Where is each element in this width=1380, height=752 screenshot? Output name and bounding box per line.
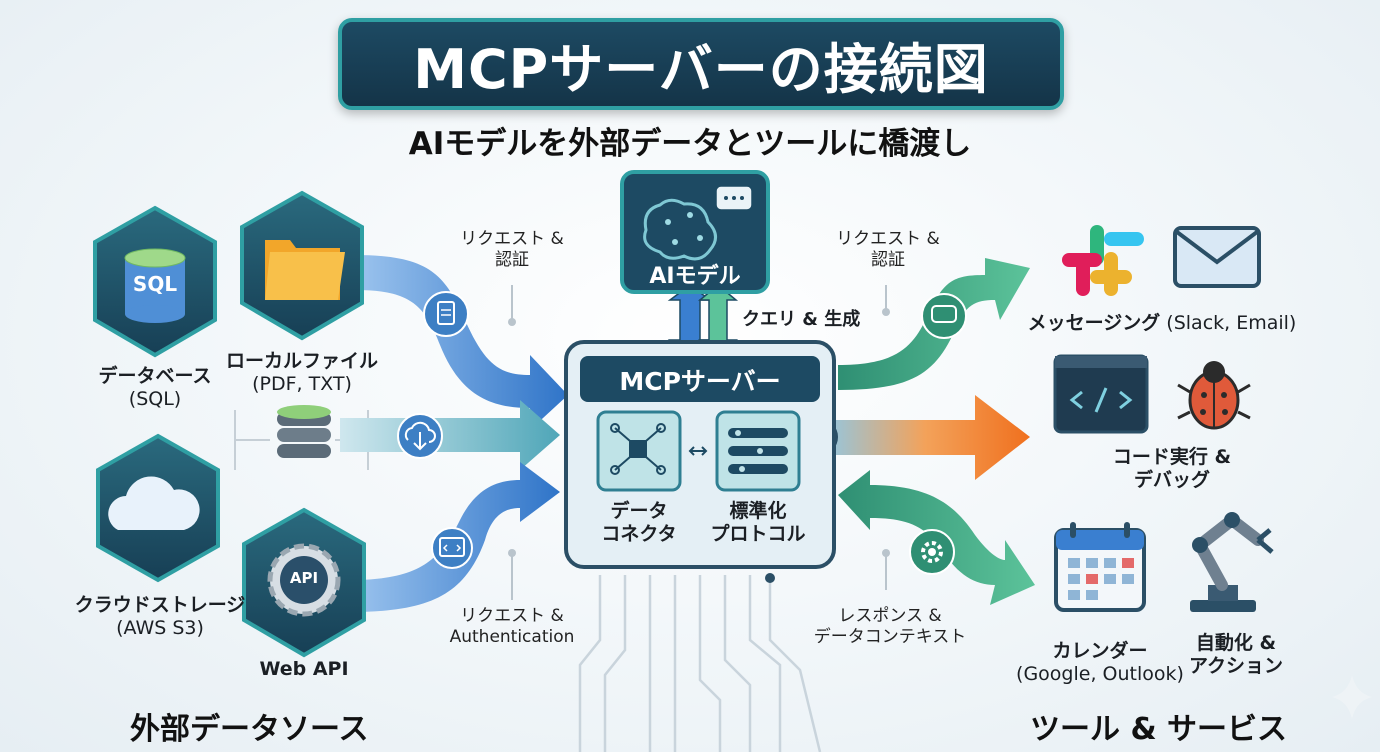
database-stack-icon bbox=[277, 405, 331, 458]
code-editor-icon bbox=[1053, 354, 1149, 434]
request-auth-left-label: リクエスト &認証 bbox=[460, 229, 564, 270]
ai-model-label: AIモデル bbox=[649, 264, 741, 289]
bug-icon bbox=[1177, 361, 1251, 430]
calendar-label: カレンダー(Google, Outlook) bbox=[1016, 640, 1184, 685]
request-auth-right-label: リクエスト &認証 bbox=[836, 229, 940, 270]
gear-icon bbox=[909, 529, 955, 575]
web-api-label: Web API bbox=[259, 658, 349, 680]
cloud-download-icon bbox=[397, 413, 443, 459]
chat-bubble-icon bbox=[921, 293, 967, 339]
server-label: MCPサーバー bbox=[619, 367, 781, 396]
tools-heading: ツール & サービス bbox=[1030, 712, 1288, 747]
title-banner: MCPサーバーの接続図 bbox=[338, 18, 1064, 110]
response-context-label: レスポンス &データコンテキスト bbox=[813, 606, 967, 647]
arrow-file-to-server bbox=[355, 255, 568, 430]
robot-arm-icon bbox=[1190, 512, 1274, 612]
mcp-server-box bbox=[564, 340, 836, 569]
sparkle-icon bbox=[1332, 675, 1372, 719]
database-hexagon bbox=[93, 205, 217, 358]
cloud-hexagon bbox=[96, 433, 220, 583]
protocol-label: 標準化 プロトコル bbox=[710, 500, 806, 545]
api-icon-text: API bbox=[289, 569, 319, 587]
page-subtitle: AIモデルを外部データとツールに橋渡し bbox=[408, 126, 972, 162]
mail-icon bbox=[1173, 226, 1261, 288]
api-hexagon bbox=[242, 507, 366, 658]
folder-hexagon bbox=[240, 190, 364, 341]
circuit-lines bbox=[578, 575, 822, 752]
code-debug-label: コード実行 &デバッグ bbox=[1112, 446, 1232, 491]
slack-icon bbox=[1062, 225, 1144, 296]
sql-icon-text: SQL bbox=[132, 272, 178, 296]
arrow-server-to-code bbox=[820, 395, 1030, 480]
query-label: クエリ & 生成 bbox=[742, 309, 861, 330]
query-arrows bbox=[667, 284, 739, 356]
arrow-db-to-server bbox=[340, 400, 560, 470]
messaging-label: メッセージング (Slack, Email) bbox=[1027, 312, 1297, 334]
connector-label: データ コネクタ bbox=[601, 500, 677, 545]
database-label: データベース(SQL) bbox=[98, 365, 212, 410]
document-icon bbox=[423, 291, 469, 337]
local-file-label: ローカルファイル(PDF, TXT) bbox=[225, 350, 378, 395]
calendar-icon bbox=[1054, 522, 1146, 612]
ai-model-box bbox=[620, 170, 770, 294]
sources-heading: 外部データソース bbox=[130, 712, 369, 747]
automation-label: 自動化 &アクション bbox=[1188, 632, 1284, 677]
code-window-icon bbox=[431, 527, 473, 569]
page-title: MCPサーバーの接続図 bbox=[413, 37, 989, 101]
cloud-storage-label: クラウドストレージ(AWS S3) bbox=[74, 594, 246, 639]
request-authentication-label: リクエスト &Authentication bbox=[449, 606, 575, 647]
